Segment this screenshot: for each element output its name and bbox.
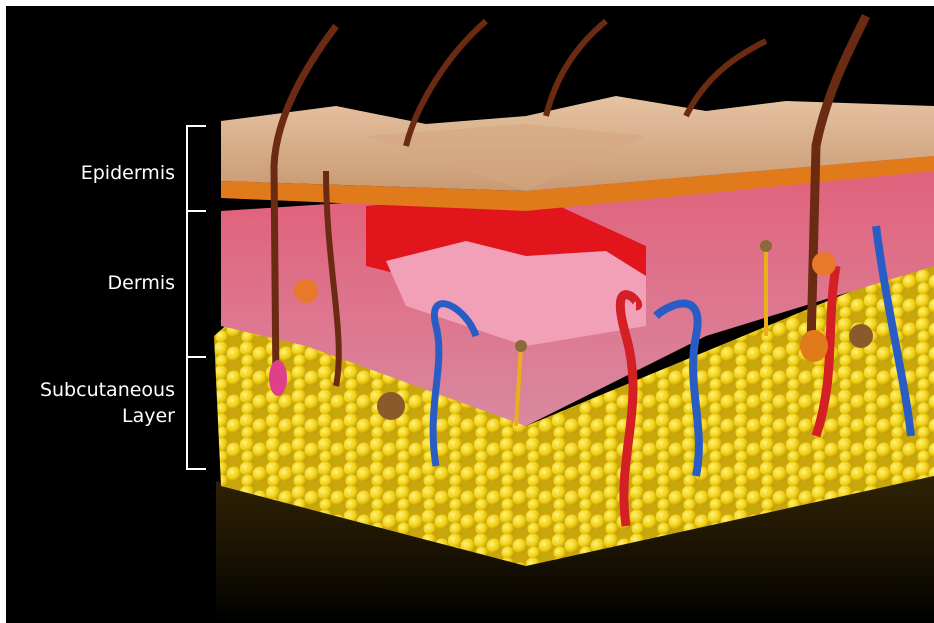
layer-bracket — [186, 126, 206, 469]
nerve-ending-1 — [515, 340, 527, 352]
sebaceous-gland-1 — [294, 279, 318, 303]
layer-labels: Epidermis Dermis Subcutaneous Layer — [0, 0, 215, 623]
label-subcutaneous-line2: Layer — [122, 404, 175, 428]
hair-follicle-1 — [269, 360, 287, 396]
bracket-tick-top — [186, 125, 206, 127]
hair-follicle-2 — [800, 330, 828, 362]
bracket-tick-bottom — [186, 468, 206, 470]
bracket-tick-epidermis-dermis — [186, 210, 206, 212]
label-subcutaneous-line1: Subcutaneous — [40, 378, 175, 402]
label-epidermis: Epidermis — [81, 161, 175, 185]
label-dermis: Dermis — [108, 271, 175, 295]
sweat-gland-2 — [849, 324, 873, 348]
sweat-gland-1 — [377, 392, 405, 420]
sebaceous-gland-2 — [812, 252, 836, 276]
bracket-tick-dermis-subcutaneous — [186, 356, 206, 358]
nerve-ending-2 — [760, 240, 772, 252]
